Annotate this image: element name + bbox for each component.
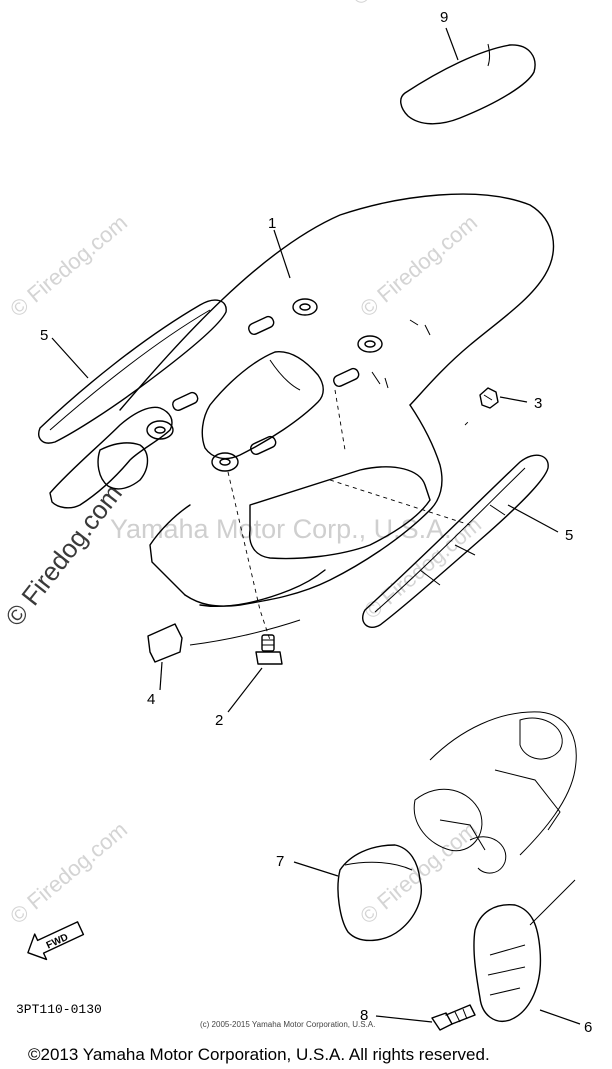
part-4-pad — [147, 623, 183, 663]
part-8-screw — [431, 1004, 476, 1031]
watermark-firedog-large: © Firedog.com — [0, 479, 128, 632]
callout-8: 8 — [360, 1007, 368, 1024]
small-copyright: (c) 2005-2015 Yamaha Motor Corporation, … — [200, 1020, 375, 1029]
callout-1: 1 — [268, 215, 276, 232]
watermark-firedog: © Firedog.com — [5, 210, 132, 322]
callout-7: 7 — [276, 853, 284, 870]
part-9-pad — [400, 43, 536, 125]
part-6-cover — [473, 879, 576, 1022]
part-1-rear-fender — [49, 193, 555, 646]
watermark-firedog: © Firedog.com — [347, 0, 474, 10]
callout-9: 9 — [440, 9, 448, 26]
part-2-bolt — [255, 634, 283, 665]
rear-assembly-view — [413, 711, 577, 874]
watermark-firedog: © Firedog.com — [355, 210, 482, 322]
callout-labels: 9 1 5 3 5 4 2 7 8 6 — [40, 9, 592, 1036]
watermark-company: Yamaha Motor Corp., U.S.A. — [110, 514, 452, 544]
watermark-layer: © Firedog.com © Firedog.com © Firedog.co… — [0, 0, 486, 929]
part-3-clip — [479, 387, 499, 409]
part-7-cover — [337, 844, 422, 942]
callout-4: 4 — [147, 691, 155, 708]
callout-3: 3 — [534, 395, 542, 412]
part-5-left-strip — [38, 299, 227, 444]
watermark-firedog: © Firedog.com — [5, 817, 132, 929]
callout-5-left: 5 — [40, 327, 48, 344]
callout-2: 2 — [215, 712, 223, 729]
callout-5-right: 5 — [565, 527, 573, 544]
drawing-code: 3PT110-0130 — [16, 1002, 102, 1017]
forward-arrow-icon: FWD — [27, 921, 85, 961]
callout-6: 6 — [584, 1019, 592, 1036]
leader-lines — [51, 27, 581, 1025]
part-5-right-strip — [362, 454, 549, 628]
copyright-notice: ©2013 Yamaha Motor Corporation, U.S.A. A… — [28, 1045, 490, 1064]
